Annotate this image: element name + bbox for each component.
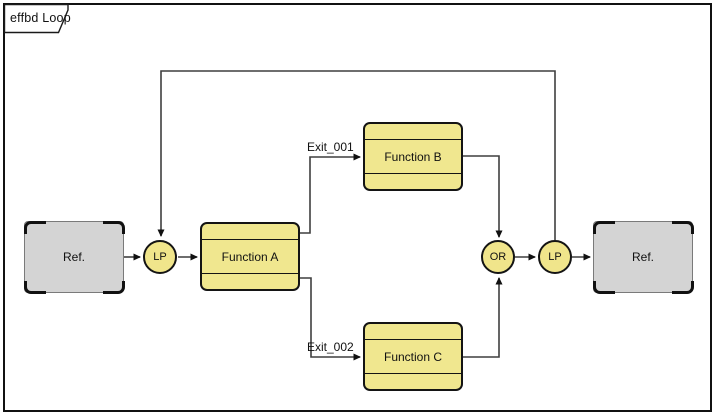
node-label: LP <box>548 251 562 263</box>
function-top-stripe <box>365 124 461 140</box>
frame-title-tab-shape <box>3 3 69 34</box>
function-top-stripe <box>365 324 461 340</box>
edge-label-exit-002: Exit_002 <box>307 340 354 354</box>
corner-bracket-icon <box>671 220 694 234</box>
diagram-frame <box>3 3 712 412</box>
node-function-b[interactable]: Function B <box>363 122 463 191</box>
edge-loop-feedback <box>157 70 556 240</box>
corner-bracket-icon <box>23 220 46 234</box>
node-label: OR <box>489 251 507 263</box>
node-label: Function A <box>221 249 279 264</box>
edge-label-exit-001: Exit_001 <box>307 140 354 154</box>
edge-functionc-to-or <box>463 277 503 358</box>
node-ref-right[interactable]: Ref. <box>592 220 694 294</box>
corner-bracket-icon <box>592 280 615 294</box>
edge-functiona-to-functionb-exit001 <box>299 153 361 234</box>
node-label: LP <box>153 251 167 263</box>
edge-functiona-to-functionc-exit002 <box>299 277 361 361</box>
corner-bracket-icon <box>592 220 615 234</box>
function-bottom-stripe <box>365 373 461 389</box>
node-or[interactable]: OR <box>481 240 515 274</box>
edge-functionb-to-or <box>463 155 503 238</box>
node-label: Function B <box>384 149 442 164</box>
node-label: Ref. <box>631 250 654 264</box>
function-bottom-stripe <box>202 273 298 289</box>
node-label: Ref. <box>62 250 85 264</box>
node-label: Function C <box>383 349 443 364</box>
corner-bracket-icon <box>102 280 125 294</box>
corner-bracket-icon <box>671 280 694 294</box>
node-function-a[interactable]: Function A <box>200 222 300 291</box>
function-bottom-stripe <box>365 173 461 189</box>
corner-bracket-icon <box>23 280 46 294</box>
frame-title: effbd Loop <box>10 11 71 25</box>
node-lp-in[interactable]: LP <box>143 240 177 274</box>
node-lp-out[interactable]: LP <box>538 240 572 274</box>
function-top-stripe <box>202 224 298 240</box>
node-function-c[interactable]: Function C <box>363 322 463 391</box>
corner-bracket-icon <box>102 220 125 234</box>
node-ref-left[interactable]: Ref. <box>23 220 125 294</box>
